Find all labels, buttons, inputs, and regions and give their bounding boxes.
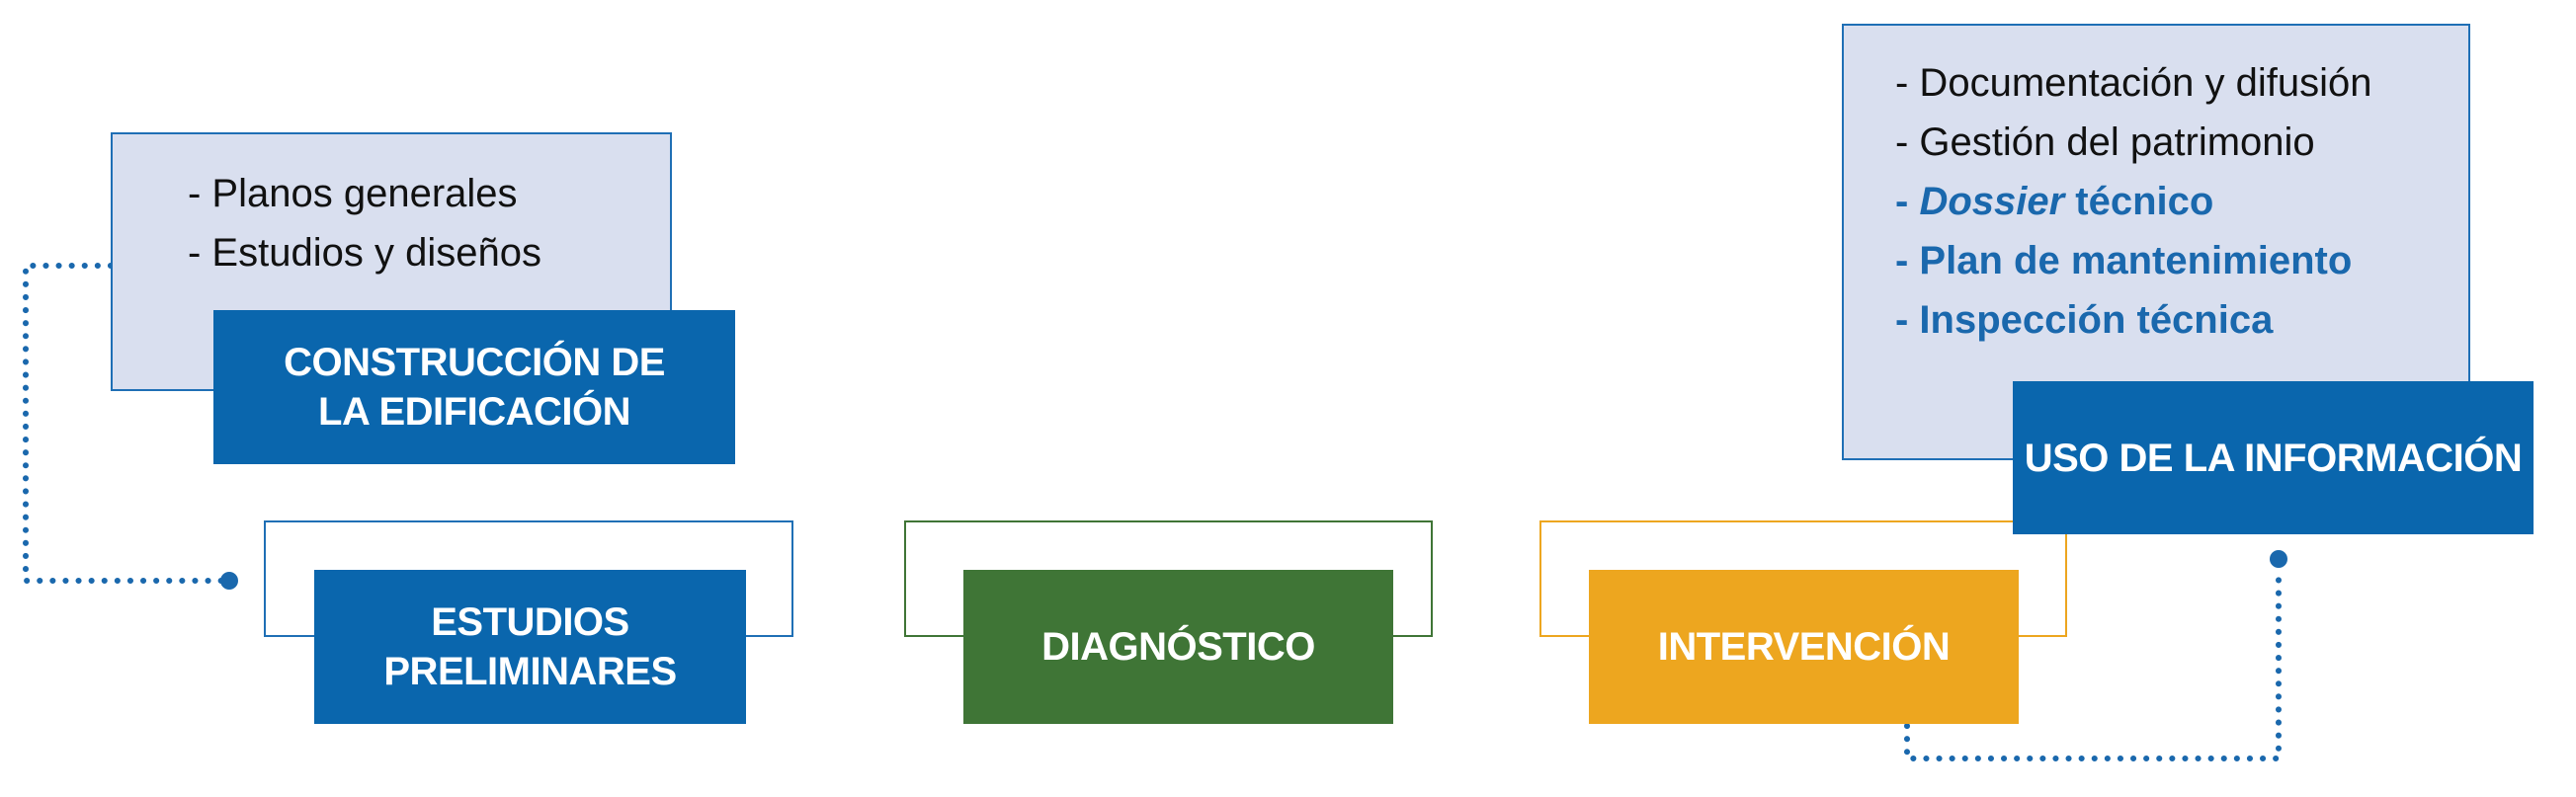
diagnostico-label: DIAGNÓSTICO (1041, 625, 1315, 669)
uso-label: USO DE LA INFORMACIÓN (2024, 436, 2523, 480)
construccion-item-planos: - Planos generales (188, 172, 518, 215)
uso-informacion-box: USO DE LA INFORMACIÓN (2013, 381, 2534, 534)
uso-item-gestion: - Gestión del patrimonio (1895, 120, 2315, 164)
construccion-item-estudios: - Estudios y diseños (188, 231, 541, 275)
estudios-label-line2: PRELIMINARES (383, 650, 677, 693)
construccion-label-line2: LA EDIFICACIÓN (318, 390, 630, 434)
uso-details-panel: - Documentación y difusión - Gestión del… (1842, 24, 2470, 460)
connector-end-dot-estudios (220, 572, 238, 590)
uso-item-inspeccion: - Inspección técnica (1895, 298, 2274, 342)
uso-items: - Documentación y difusión - Gestión del… (1895, 53, 2371, 350)
construccion-label-line1: CONSTRUCCIÓN DE (284, 341, 665, 384)
connector-intervencion-to-uso (1904, 570, 2282, 761)
construccion-box: CONSTRUCCIÓN DE LA EDIFICACIÓN (213, 310, 735, 464)
uso-item-documentacion: - Documentación y difusión (1895, 61, 2372, 105)
estudios-preliminares-box: ESTUDIOS PRELIMINARES (314, 570, 746, 724)
intervencion-label: INTERVENCIÓN (1657, 625, 1951, 669)
intervencion-box: INTERVENCIÓN (1589, 570, 2019, 724)
uso-item-plan-mantenimiento: - Plan de mantenimiento (1895, 239, 2353, 282)
connector-end-dot-uso (2270, 550, 2287, 568)
diagnostico-box: DIAGNÓSTICO (963, 570, 1393, 724)
construccion-items: - Planos generales - Estudios y diseños (188, 164, 541, 282)
uso-item-dossier: - Dossier técnico (1895, 180, 2214, 223)
estudios-label-line1: ESTUDIOS (431, 600, 629, 644)
dossier-word: Dossier (1919, 180, 2065, 223)
